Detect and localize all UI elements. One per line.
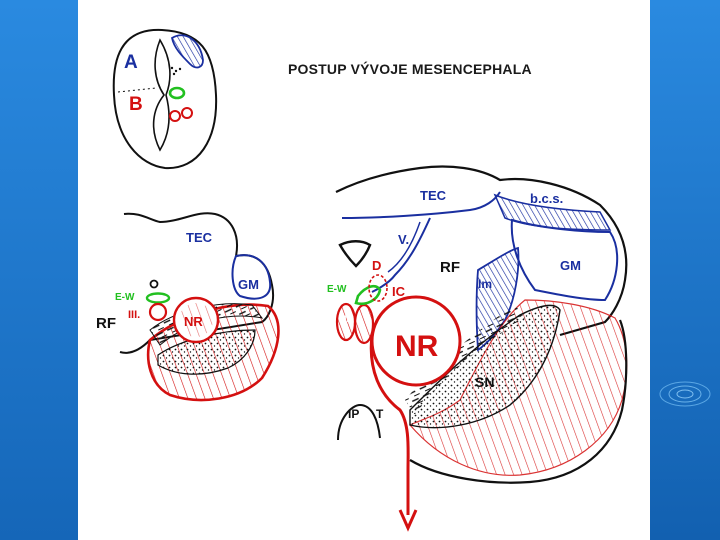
right-iii-nucleus-2 xyxy=(353,303,375,345)
right-label-sn: SN xyxy=(475,374,494,390)
left-label-ew: E-W xyxy=(115,292,135,303)
right-gm-region xyxy=(510,218,619,302)
left-ew-nucleus xyxy=(145,292,171,304)
small-label-a: A xyxy=(124,52,138,73)
right-label-nr: NR xyxy=(395,330,439,363)
left-cross-section: TEC GM E-W III. NR RF xyxy=(96,212,280,402)
right-label-gm: GM xyxy=(560,258,581,273)
left-small-circle xyxy=(149,279,159,289)
slide-title: POSTUP VÝVOJE MESENCEPHALA xyxy=(288,61,532,77)
right-label-bcs: b.c.s. xyxy=(530,191,563,206)
right-background-band xyxy=(650,0,720,540)
left-label-rf: RF xyxy=(96,315,116,332)
left-iii-nucleus xyxy=(148,302,168,322)
left-label-tec: TEC xyxy=(186,230,213,245)
right-blue-branch-2 xyxy=(387,221,421,273)
right-label-iii: III xyxy=(344,314,352,324)
right-tract-arrowhead xyxy=(398,509,418,532)
right-sn-dash-band xyxy=(405,305,525,415)
left-label-gm: GM xyxy=(238,277,259,292)
right-blue-branch xyxy=(371,217,431,293)
right-section-outline xyxy=(335,165,628,337)
small-label-b: B xyxy=(129,94,143,115)
small-red-nucleus-2 xyxy=(181,107,193,119)
small-sulcus-line xyxy=(117,87,157,93)
small-cross-section: A B xyxy=(112,28,218,170)
right-d-nucleus xyxy=(368,274,388,302)
small-green-nucleus xyxy=(168,86,186,100)
right-cross-section: TEC b.c.s. V. D RF Im GM E-W IC III NR S… xyxy=(327,165,628,532)
right-label-d: D xyxy=(372,258,381,273)
right-label-ew: E-W xyxy=(327,284,347,295)
right-red-tract xyxy=(369,334,410,515)
small-blue-structure xyxy=(170,34,204,69)
left-nr-inner xyxy=(179,303,213,337)
right-label-t: T xyxy=(376,407,384,421)
right-ip-bump xyxy=(337,403,381,441)
right-label-rf: RF xyxy=(440,259,460,276)
right-label-ic: IC xyxy=(392,284,406,299)
right-label-im: Im xyxy=(478,277,492,291)
small-red-nucleus-1 xyxy=(169,110,181,122)
right-label-ip: IP xyxy=(348,407,359,421)
right-aqueduct xyxy=(338,240,372,268)
right-label-tec: TEC xyxy=(420,188,447,203)
ripple-decoration xyxy=(659,381,711,407)
left-label-nr: NR xyxy=(184,314,203,329)
left-background-band xyxy=(0,0,78,540)
small-dots xyxy=(170,66,182,76)
left-gm-region xyxy=(231,254,272,300)
right-label-v: V. xyxy=(398,232,409,247)
right-basal-outline xyxy=(409,319,628,484)
right-ew-nucleus xyxy=(354,284,382,306)
small-section-midline xyxy=(152,38,171,152)
left-label-iii: III. xyxy=(128,309,140,321)
right-tec-lower-boundary xyxy=(341,191,501,219)
